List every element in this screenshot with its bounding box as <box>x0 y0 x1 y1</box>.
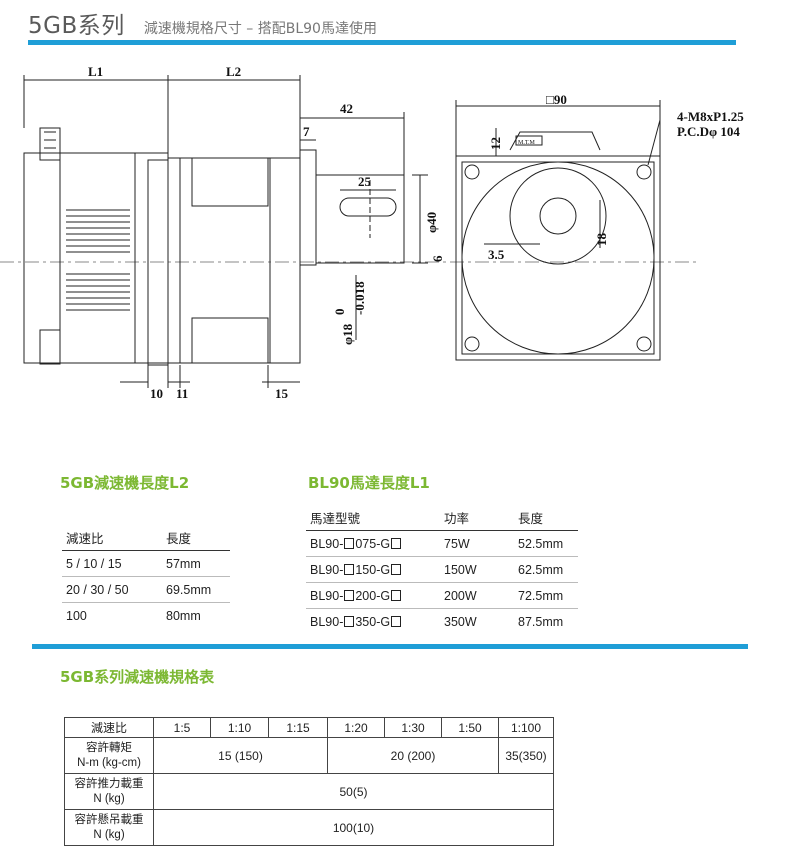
page-header: 5GB系列 減速機規格尺寸 – 搭配BL90馬達使用 <box>28 6 377 39</box>
blank-box-icon <box>344 563 355 575</box>
spec-ratio: 1:30 <box>384 717 442 738</box>
dim-25: 25 <box>358 174 372 189</box>
series-title: 5GB系列 <box>28 13 125 39</box>
dim-40: φ40 <box>424 212 439 233</box>
section-rule <box>32 644 748 649</box>
l2-header-length: 長度 <box>162 525 230 551</box>
dim-42: 42 <box>340 101 353 116</box>
blank-box-icon <box>391 615 402 627</box>
dim-11: 11 <box>176 386 188 401</box>
l1-cell: 350W <box>444 614 477 629</box>
spec-torque-high: 35(350) <box>498 737 554 774</box>
spec-table-title: 5GB系列減速機規格表 <box>60 668 215 686</box>
dim-12: 12 <box>488 137 503 150</box>
spec-ratio: 1:5 <box>153 717 211 738</box>
spec-table: 減速比 1:5 1:10 1:15 1:20 1:30 1:50 1:100 容… <box>64 717 554 846</box>
l2-cell: 5 / 10 / 15 <box>62 550 162 577</box>
page-subtitle: 減速機規格尺寸 – 搭配BL90馬達使用 <box>143 21 377 37</box>
l1-cell: 72.5mm <box>514 582 578 609</box>
l2-cell: 69.5mm <box>162 576 230 603</box>
l2-table-title: 5GB減速機長度L2 <box>60 474 190 492</box>
l1-cell: 52.5mm <box>514 530 578 557</box>
l1-table-title: BL90馬達長度L1 <box>308 474 430 492</box>
header-rule <box>28 40 736 45</box>
spec-ratio: 1:20 <box>327 717 385 738</box>
blank-box-icon <box>391 537 402 549</box>
l1-cell: 75W <box>440 530 514 557</box>
l2-table: 減速比 長度 5 / 10 / 15 57mm 20 / 30 / 50 69.… <box>62 525 230 628</box>
dim-6: 6 <box>430 255 445 262</box>
spec-ratio: 1:50 <box>441 717 499 738</box>
dimension-drawing: L1 L2 42 7 25 φ40 6 φ18 0 -0.018 10 11 1… <box>0 64 744 401</box>
blank-box-icon <box>344 589 355 601</box>
blank-box-icon <box>391 589 402 601</box>
l1-header-model: 馬達型號 <box>306 505 440 531</box>
dim-L2: L2 <box>226 64 241 79</box>
l2-header-ratio: 減速比 <box>62 525 162 551</box>
dim-3-5: 3.5 <box>488 247 505 262</box>
l1-cell: 200W <box>440 582 514 609</box>
l1-model-cell: BL90-075-G <box>306 530 440 557</box>
blank-box-icon <box>391 563 402 575</box>
dim-L1: L1 <box>88 64 103 79</box>
dim-7: 7 <box>303 124 310 139</box>
l1-cell: 150W <box>440 556 514 583</box>
l2-cell: 20 / 30 / 50 <box>62 576 162 603</box>
spec-ratio: 1:10 <box>210 717 269 738</box>
dim-18: 18 <box>594 233 609 247</box>
spec-ratio: 1:100 <box>498 717 554 738</box>
l1-cell: 87.5mm <box>518 614 564 629</box>
l1-model-cell: BL90-150-G <box>306 556 440 583</box>
bolt-spec: 4-M8xP1.25 <box>677 109 744 124</box>
dim-15: 15 <box>275 386 289 401</box>
blank-box-icon <box>344 537 355 549</box>
l1-model-cell: BL90-350-G <box>306 609 440 635</box>
l1-model-cell: BL90-200-G <box>306 582 440 609</box>
l1-table: 馬達型號 功率 長度 BL90-075-G 75W 52.5mm BL90-15… <box>306 505 578 634</box>
spec-torque-mid: 20 (200) <box>327 737 499 774</box>
mtm-label: M.T.M <box>518 140 536 146</box>
l1-header-length: 長度 <box>514 505 578 531</box>
spec-ratio: 1:15 <box>268 717 328 738</box>
dim-10: 10 <box>150 386 163 401</box>
l1-header-power: 功率 <box>440 505 514 531</box>
spec-radial-value: 100(10) <box>153 809 554 846</box>
spec-thrust-value: 50(5) <box>153 773 554 810</box>
dim-tol-upper: 0 <box>332 309 347 316</box>
blank-box-icon <box>344 615 355 627</box>
l1-cell: 62.5mm <box>514 556 578 583</box>
l2-cell: 80mm <box>166 608 201 623</box>
spec-torque-low: 15 (150) <box>153 737 328 774</box>
l2-cell: 100 <box>66 608 87 623</box>
dim-tol-lower: -0.018 <box>352 281 367 315</box>
spec-ratio-label: 減速比 <box>64 717 154 738</box>
dim-shaft: φ18 <box>340 323 355 345</box>
dim-square: □90 <box>546 92 567 107</box>
l2-cell: 57mm <box>162 550 230 577</box>
pcd-spec: P.C.Dφ 104 <box>677 124 740 139</box>
